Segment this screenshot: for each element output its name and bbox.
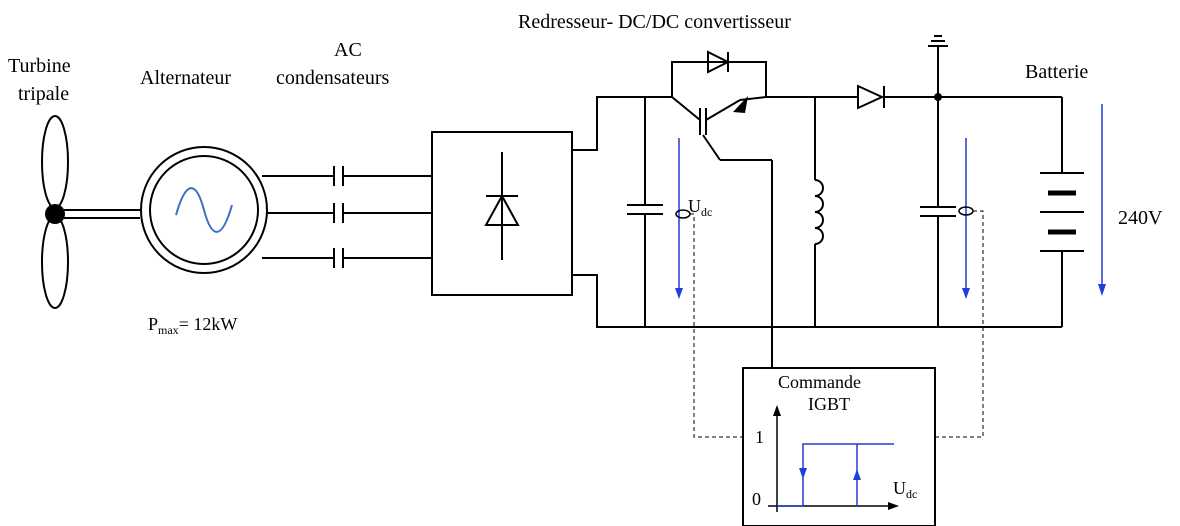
measure-line-left <box>690 213 743 438</box>
converter-title: Redresseur- DC/DC convertisseur <box>518 11 791 33</box>
battery-voltage: 240V <box>1118 207 1163 229</box>
turbine-label-line1: Turbine <box>8 55 71 77</box>
igbt-command-block <box>742 367 936 526</box>
ac-capacitors <box>262 166 432 268</box>
turbine-blade-bottom <box>41 215 69 309</box>
turbine-hub <box>45 204 65 224</box>
udc-arrow-left <box>675 138 683 299</box>
alternator-inner-ring <box>149 155 259 265</box>
udc-label: Udc <box>688 196 712 219</box>
pmax-label: Pmax= 12kW <box>148 314 237 337</box>
command-label-line1: Commande <box>778 372 861 392</box>
turbine-label-line2: tripale <box>18 83 69 105</box>
sine-wave-icon <box>175 187 233 233</box>
hysteresis-zero: 0 <box>752 489 761 509</box>
hysteresis-axis-label: Udc <box>893 478 917 501</box>
dc-bus-wiring <box>572 96 1062 328</box>
rectifier-block <box>431 131 573 296</box>
alternator-label: Alternateur <box>140 67 231 89</box>
wind-turbine <box>41 115 69 309</box>
hysteresis-one: 1 <box>755 427 764 447</box>
ac-label-line2: condensateurs <box>276 67 390 89</box>
alternator <box>140 146 268 274</box>
ac-label-line1: AC <box>334 39 362 61</box>
inductor <box>814 97 824 327</box>
udc-arrow-right <box>962 138 970 299</box>
turbine-blade-top <box>41 115 69 209</box>
alternator-outer-ring <box>140 146 268 274</box>
measure-line-right <box>935 210 984 438</box>
battery-voltage-arrow <box>1098 104 1106 296</box>
battery-label: Batterie <box>1025 61 1088 83</box>
igbt-switch <box>671 50 773 368</box>
output-diode <box>857 84 1062 110</box>
output-capacitor <box>920 97 956 327</box>
hysteresis-plot <box>768 405 899 512</box>
command-label-line2: IGBT <box>808 394 850 414</box>
hysteresis-loop <box>777 443 894 507</box>
battery-icon <box>1040 97 1084 327</box>
ground-symbol <box>928 35 948 101</box>
